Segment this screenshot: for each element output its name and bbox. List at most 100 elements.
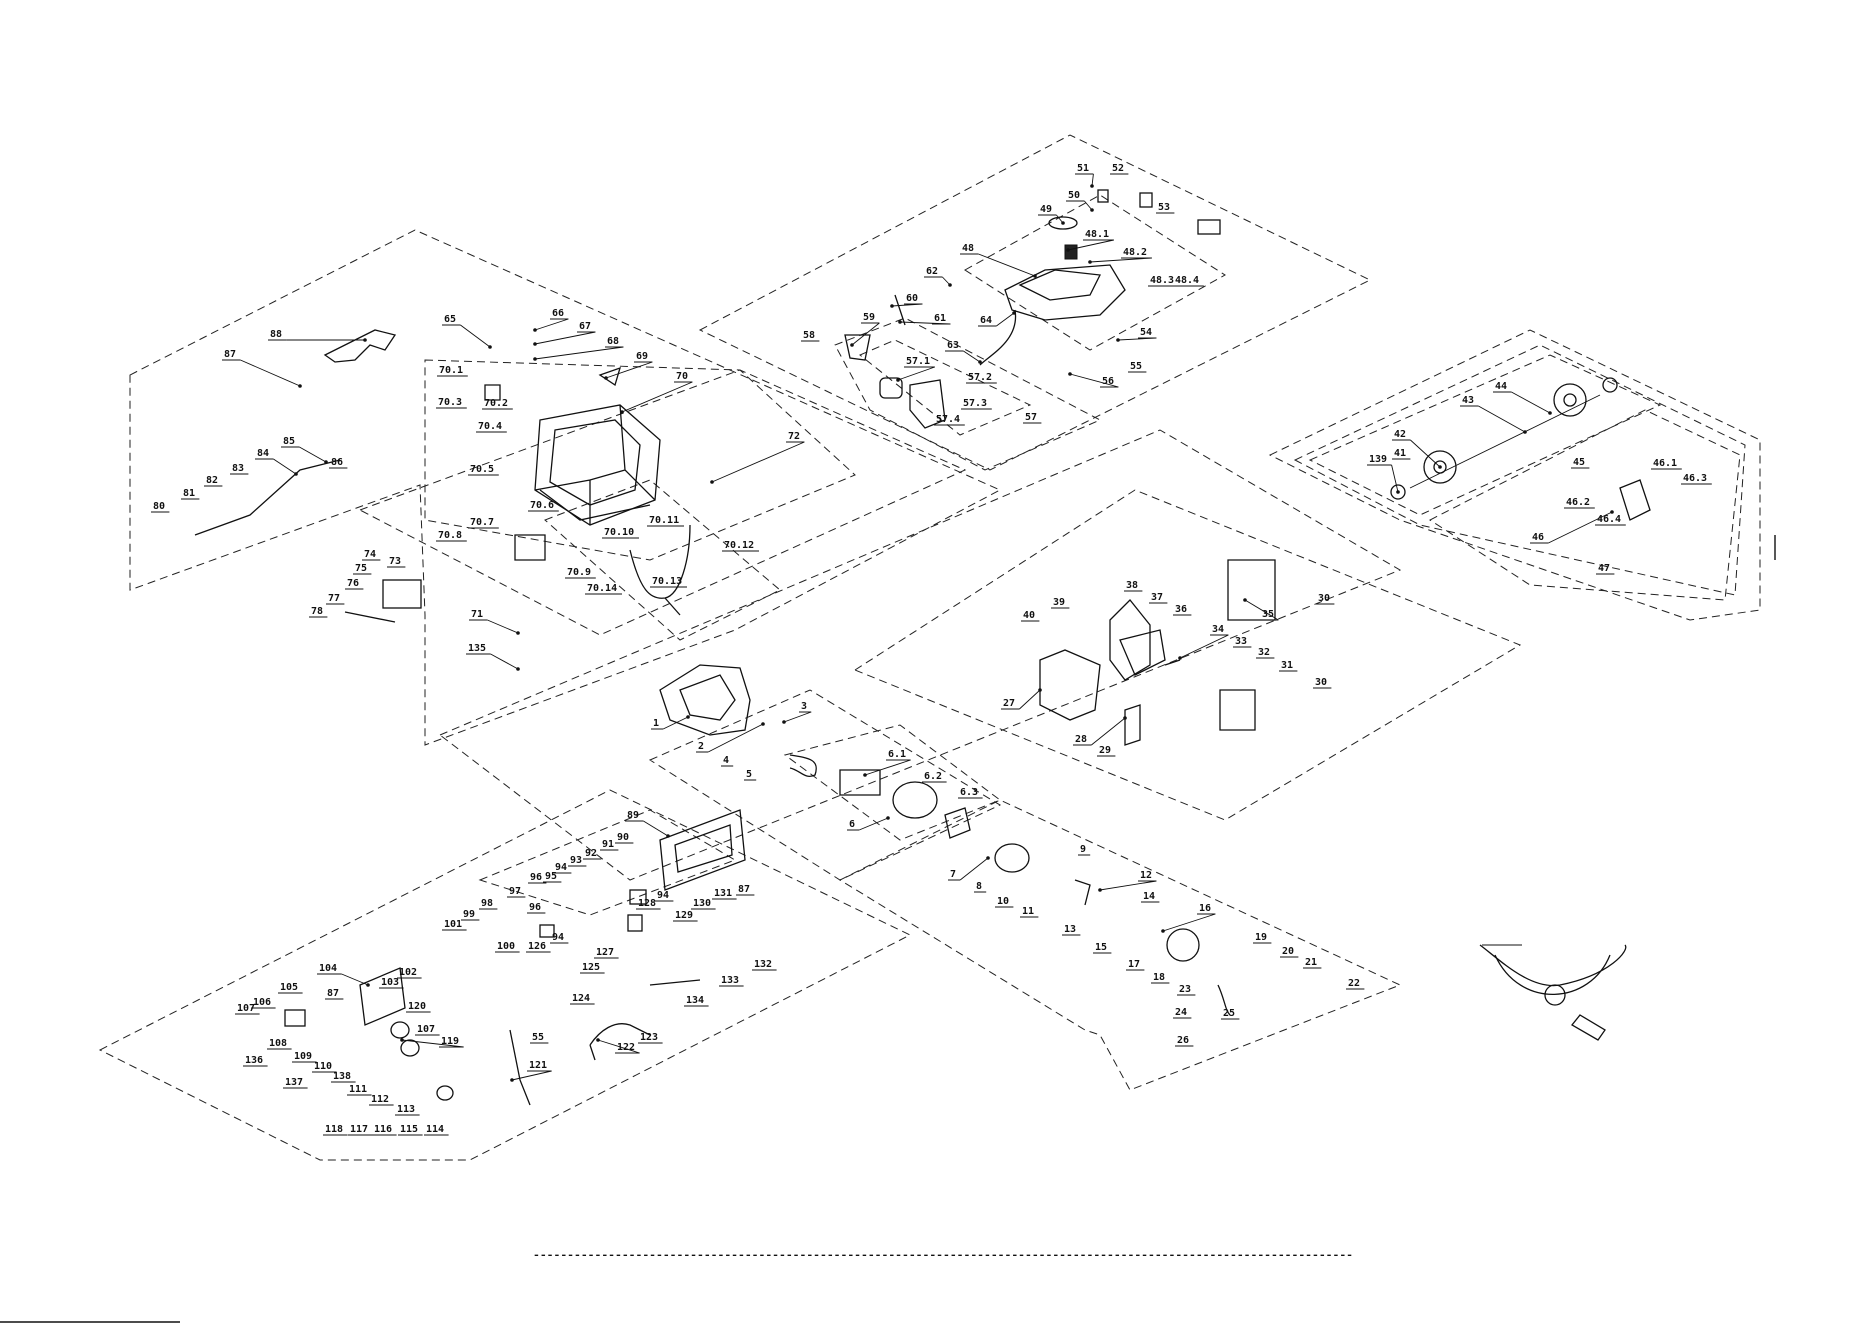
part-callout-48-1: 48.1: [1066, 229, 1114, 252]
part-leader-line: [643, 820, 669, 837]
part-leader-line: [996, 312, 1015, 327]
part-callout-111: 111: [347, 1084, 372, 1096]
part-leader-line: [864, 759, 911, 776]
switch-drawing: [539, 924, 555, 938]
part-leader-line: [959, 857, 989, 881]
part-callout-47: 47: [1596, 563, 1615, 575]
part-callout-13: 13: [1062, 924, 1081, 936]
wheel-assembly-boundary: [1308, 354, 1662, 516]
part-number-label: 84: [257, 448, 269, 459]
part-callout-70-4: 70.4: [476, 421, 507, 433]
part-number-label: 105: [280, 982, 298, 993]
part-leader-dot: [1061, 221, 1065, 225]
part-number-label: 58: [803, 330, 815, 341]
wheel-left-drawing: [1423, 450, 1457, 484]
part-callout-42: 42: [1392, 429, 1442, 469]
part-callout-70-10: 70.10: [602, 527, 639, 539]
part-number-label: 92: [585, 848, 597, 859]
part-number-label: 135: [468, 643, 486, 654]
part-callout-11: 11: [1020, 906, 1039, 918]
part-number-label: 10: [997, 896, 1009, 907]
part-callout-4: 4: [721, 755, 734, 767]
part-leader-line: [851, 322, 880, 346]
part-number-label: 6: [849, 819, 855, 830]
air-filter-subgroup-boundary: [859, 339, 1032, 436]
part-callout-105: 105: [278, 982, 303, 994]
part-callout-8: 8: [974, 881, 987, 893]
part-number-label: 109: [294, 1051, 312, 1062]
part-number-label: 21: [1305, 957, 1317, 968]
top-cover-drawing: [323, 329, 397, 363]
part-callout-72: 72: [710, 431, 805, 484]
part-number-label: 70.7: [470, 517, 494, 528]
part-callout-98: 98: [479, 898, 498, 910]
part-callout-138: 138: [331, 1071, 356, 1083]
part-callout-36: 36: [1173, 604, 1192, 616]
part-callout-43: 43: [1460, 395, 1527, 434]
part-number-label: 121: [529, 1060, 547, 1071]
part-number-label: 87: [224, 349, 236, 360]
part-leader-dot: [666, 834, 670, 838]
part-leader-dot: [363, 338, 367, 342]
part-callout-88: 88: [268, 329, 367, 342]
part-number-label: 118: [325, 1124, 343, 1135]
outlet-b-drawing: [400, 1039, 420, 1057]
frame-subgroup-boundary: [358, 369, 967, 636]
part-number-label: 70.2: [484, 398, 508, 409]
part-callout-55: 55: [1128, 361, 1147, 373]
part-number-label: 48.3: [1150, 275, 1174, 286]
part-leader-dot: [1066, 248, 1070, 252]
part-number-label: 66: [552, 308, 564, 319]
fuel-pipe-drawing: [589, 1023, 651, 1046]
part-number-label: 131: [714, 888, 732, 899]
fuel-line-drawing: [979, 309, 1017, 366]
alternator-parts: [1039, 559, 1276, 746]
part-number-label: 23: [1179, 984, 1191, 995]
part-leader-dot: [516, 631, 520, 635]
part-number-label: 77: [328, 593, 340, 604]
part-leader-dot: [1012, 311, 1016, 315]
part-callout-39: 39: [1051, 597, 1070, 609]
part-number-label: 70.10: [604, 527, 634, 538]
part-leader-dot: [510, 1078, 514, 1082]
part-number-label: 50: [1068, 190, 1080, 201]
part-callout-136: 136: [243, 1055, 268, 1067]
part-callout-77: 77: [326, 593, 345, 605]
part-number-label: 46.4: [1597, 514, 1621, 525]
part-callout-125: 125: [580, 962, 605, 974]
air-filter-group-boundary: [834, 317, 1102, 471]
part-callout-14: 14: [1141, 891, 1160, 903]
part-callout-59: 59: [850, 312, 880, 347]
part-callout-7: 7: [948, 856, 990, 881]
part-leader-line: [1548, 511, 1613, 544]
part-callout-70-14: 70.14: [585, 583, 622, 595]
part-leader-line: [1084, 200, 1093, 211]
part-leader-dot: [898, 320, 902, 324]
part-callout-33: 33: [1233, 636, 1252, 648]
part-callout-50: 50: [1066, 190, 1094, 212]
part-callout-76: 76: [345, 578, 364, 590]
part-callout-10: 10: [995, 896, 1014, 908]
frame-inner-drawing: [549, 419, 641, 506]
part-leader-line: [899, 321, 951, 325]
part-number-label: 11: [1022, 906, 1034, 917]
part-callout-16: 16: [1161, 903, 1216, 933]
outlet-a-drawing: [390, 1021, 410, 1039]
part-leader-dot: [1038, 688, 1042, 692]
part-number-label: 108: [269, 1038, 287, 1049]
part-callout-1: 1: [651, 715, 690, 730]
part-number-label: 115: [400, 1124, 418, 1135]
part-leader-dot: [1033, 274, 1037, 278]
part-callout-135: 135: [466, 643, 520, 671]
part-callout-38: 38: [1124, 580, 1143, 592]
part-callout-70-6: 70.6: [528, 500, 559, 512]
part-number-label: 74: [364, 549, 376, 560]
part-number-label: 70.8: [438, 530, 462, 541]
part-callout-57-1: 57.1: [896, 356, 935, 382]
part-number-label: 62: [926, 266, 938, 277]
part-number-label: 78: [311, 606, 323, 617]
spring-drawing: [1164, 659, 1181, 666]
part-number-label: 76: [347, 578, 359, 589]
part-callout-12: 12: [1098, 870, 1157, 892]
part-callout-94-c: 94: [655, 890, 674, 902]
